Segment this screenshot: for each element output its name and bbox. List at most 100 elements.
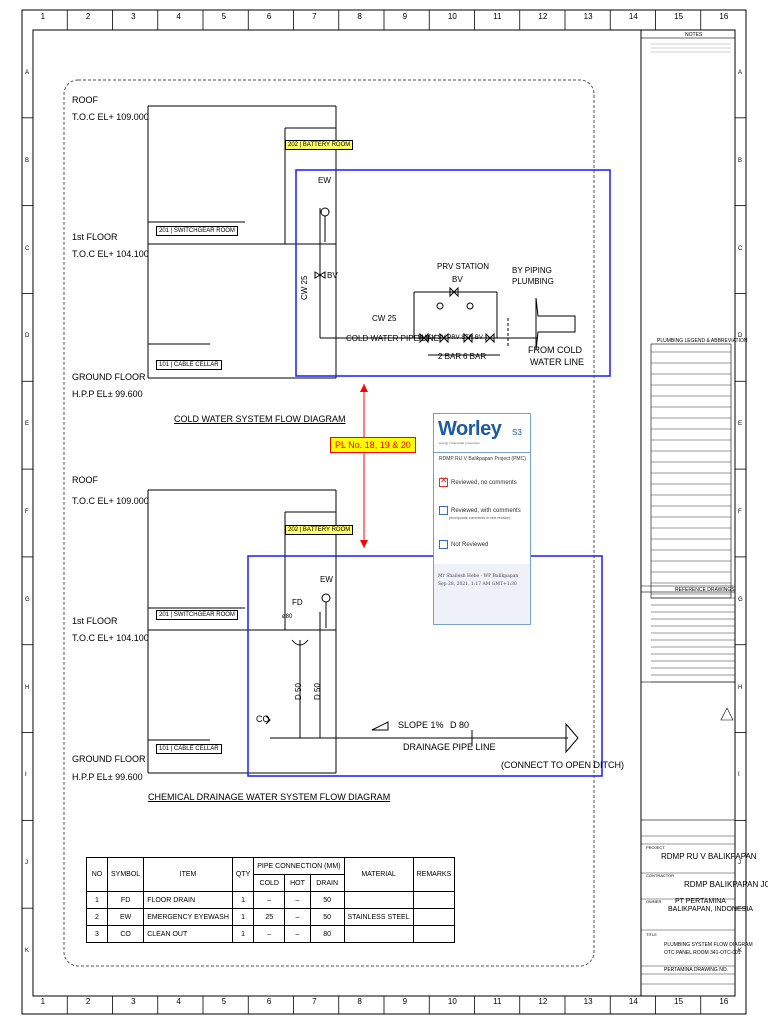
grid-row-label: D: [25, 333, 30, 340]
grid-col-label: 2: [85, 997, 91, 1006]
d2-ground-floor: GROUND FLOOR: [72, 754, 146, 764]
stamp-signer: Mr Shailesh Hebe - WP Balikpapan: [438, 574, 519, 579]
d2-cable-cellar-tag: 101 | CABLE CELLAR: [156, 744, 222, 754]
owner-label: OWNER: [646, 899, 662, 904]
grid-col-label: 11: [493, 997, 502, 1006]
d1-first-floor: 1st FLOOR: [72, 232, 118, 242]
project-name: RDMP RU V BALIKPAPAN: [661, 852, 757, 861]
d1-cw25: CW 25: [372, 314, 397, 323]
grid-row-label: I: [738, 772, 740, 779]
d2-cable-no: 101: [159, 746, 170, 752]
grid-row-label: F: [738, 509, 742, 515]
opt-reviewed-with-comments[interactable]: Reviewed, with comments: [439, 506, 521, 515]
grid-col-label: 15: [674, 997, 684, 1006]
grid-col-label: 16: [719, 12, 729, 21]
contractor-name: RDMP BALIKPAPAN JO: [684, 880, 768, 889]
stamp-project: RDMP RU V Balikpapan Project (PMC): [439, 456, 526, 462]
owner-location: BALIKPAPAN, INDONESIA: [668, 906, 753, 913]
opt2-label: Reviewed, with comments: [451, 508, 521, 515]
grid-col-label: 10: [447, 997, 457, 1006]
d1-bv: BV: [327, 271, 338, 280]
d2-battery-no: 202: [288, 527, 299, 533]
title-block-lines: [641, 30, 735, 996]
ref-title: REFERENCE DRAWINGS: [675, 587, 735, 593]
diagram-lines: [147, 105, 611, 777]
bom-cell: CLEAN OUT: [143, 925, 233, 943]
legend-title: PLUMBING LEGEND & ABBREVIATION: [657, 338, 748, 344]
d2-ew: EW: [320, 575, 333, 584]
d2-switch-no: 201: [159, 612, 170, 618]
bom-cell: –: [284, 908, 311, 926]
bom-cell: –: [284, 925, 311, 943]
d2-roof-el: T.O.C EL+ 109.000: [72, 496, 149, 506]
grid-row-label: J: [25, 860, 28, 867]
d1-ground-el: H.P.P EL± 99.600: [72, 389, 143, 399]
d2-roof: ROOF: [72, 475, 98, 485]
grid-col-label: 7: [312, 12, 317, 21]
d2-title: CHEMICAL DRAINAGE WATER SYSTEM FLOW DIAG…: [148, 792, 391, 802]
bom-cell: –: [253, 891, 286, 909]
grid-row-label: C: [25, 245, 30, 252]
d1-prv-bv: BV: [452, 275, 463, 284]
grid-row-label: E: [25, 421, 30, 428]
project-label: PROJECT: [646, 845, 665, 850]
bom-h-hot: HOT: [284, 874, 311, 892]
grid-col-label: 8: [357, 12, 362, 21]
grid-col-label: 5: [221, 997, 227, 1006]
d2-battery-room-tag: 202 | BATTERY ROOM: [285, 525, 354, 535]
bom-cell: –: [253, 925, 286, 943]
d2-cable-cellar: CABLE CELLAR: [173, 746, 219, 752]
grid-col-label: 4: [176, 997, 181, 1006]
checkbox-icon: [439, 506, 448, 515]
bom-h-item: ITEM: [143, 857, 233, 892]
d1-valves: BV CV SV PRV STR BV: [418, 335, 483, 341]
grid-row-label: A: [738, 69, 743, 76]
pl-note: PL No. 18, 19 & 20: [330, 437, 416, 453]
bom-cell: 3: [86, 925, 108, 943]
bom-h-no: NO: [86, 857, 108, 892]
bom-h-cold: COLD: [253, 874, 286, 892]
d1-cable-cellar: CABLE CELLAR: [173, 362, 219, 368]
opt-not-reviewed[interactable]: Not Reviewed: [439, 540, 488, 549]
grid-col-label: 2: [85, 12, 91, 21]
d1-switch-room: SWITCHGEAR ROOM: [173, 228, 235, 234]
d1-2bar: 2 BAR: [438, 352, 462, 361]
bom-cell: 80: [309, 925, 345, 943]
grid-row-label: F: [25, 509, 29, 515]
pertamina-drawing-no: PERTAMINA DRAWING NO.: [664, 967, 729, 973]
grid-col-label: 11: [493, 12, 502, 21]
grid-col-label: 15: [674, 12, 684, 21]
grid-row-label: E: [738, 421, 743, 428]
grid-col-label: 1: [40, 997, 46, 1006]
grid-row-label: A: [25, 69, 30, 76]
bom-cell: 1: [231, 891, 255, 909]
opt2-note: (Incorporate comments in next revision): [449, 516, 511, 520]
d1-title: COLD WATER SYSTEM FLOW DIAGRAM: [174, 414, 346, 424]
grid-col-label: 3: [131, 12, 136, 21]
opt-reviewed-no-comments[interactable]: ✕Reviewed, no comments: [439, 476, 517, 487]
bom-h-symbol: SYMBOL: [106, 857, 145, 892]
bom-cell: EW: [106, 908, 145, 926]
grid-col-label: 6: [266, 12, 272, 21]
bom-cell: [412, 925, 456, 943]
bom-cell: 25: [253, 908, 286, 926]
d2-d80: D 80: [450, 720, 470, 730]
d1-by-piping: BY PIPING: [512, 266, 552, 275]
grid-col-label: 1: [40, 12, 46, 21]
bom-h-remarks: REMARKS: [412, 857, 456, 892]
d1-6bar: 6 BAR: [463, 352, 487, 361]
grid-row-label: K: [25, 948, 30, 955]
grid-col-label: 3: [131, 997, 136, 1006]
d2-drain-line: DRAINAGE PIPE LINE: [403, 742, 496, 752]
d1-cable-no: 101: [159, 362, 170, 368]
d1-switch-no: 201: [159, 228, 170, 234]
bom-cell: [343, 925, 414, 943]
grid-col-label: 16: [719, 997, 729, 1006]
grid-row-label: C: [738, 245, 743, 252]
d1-switchgear-tag: 201 | SWITCHGEAR ROOM: [156, 226, 238, 236]
d2-switchgear-tag: 201 | SWITCHGEAR ROOM: [156, 610, 238, 620]
bom-h-qty: QTY: [231, 857, 255, 892]
